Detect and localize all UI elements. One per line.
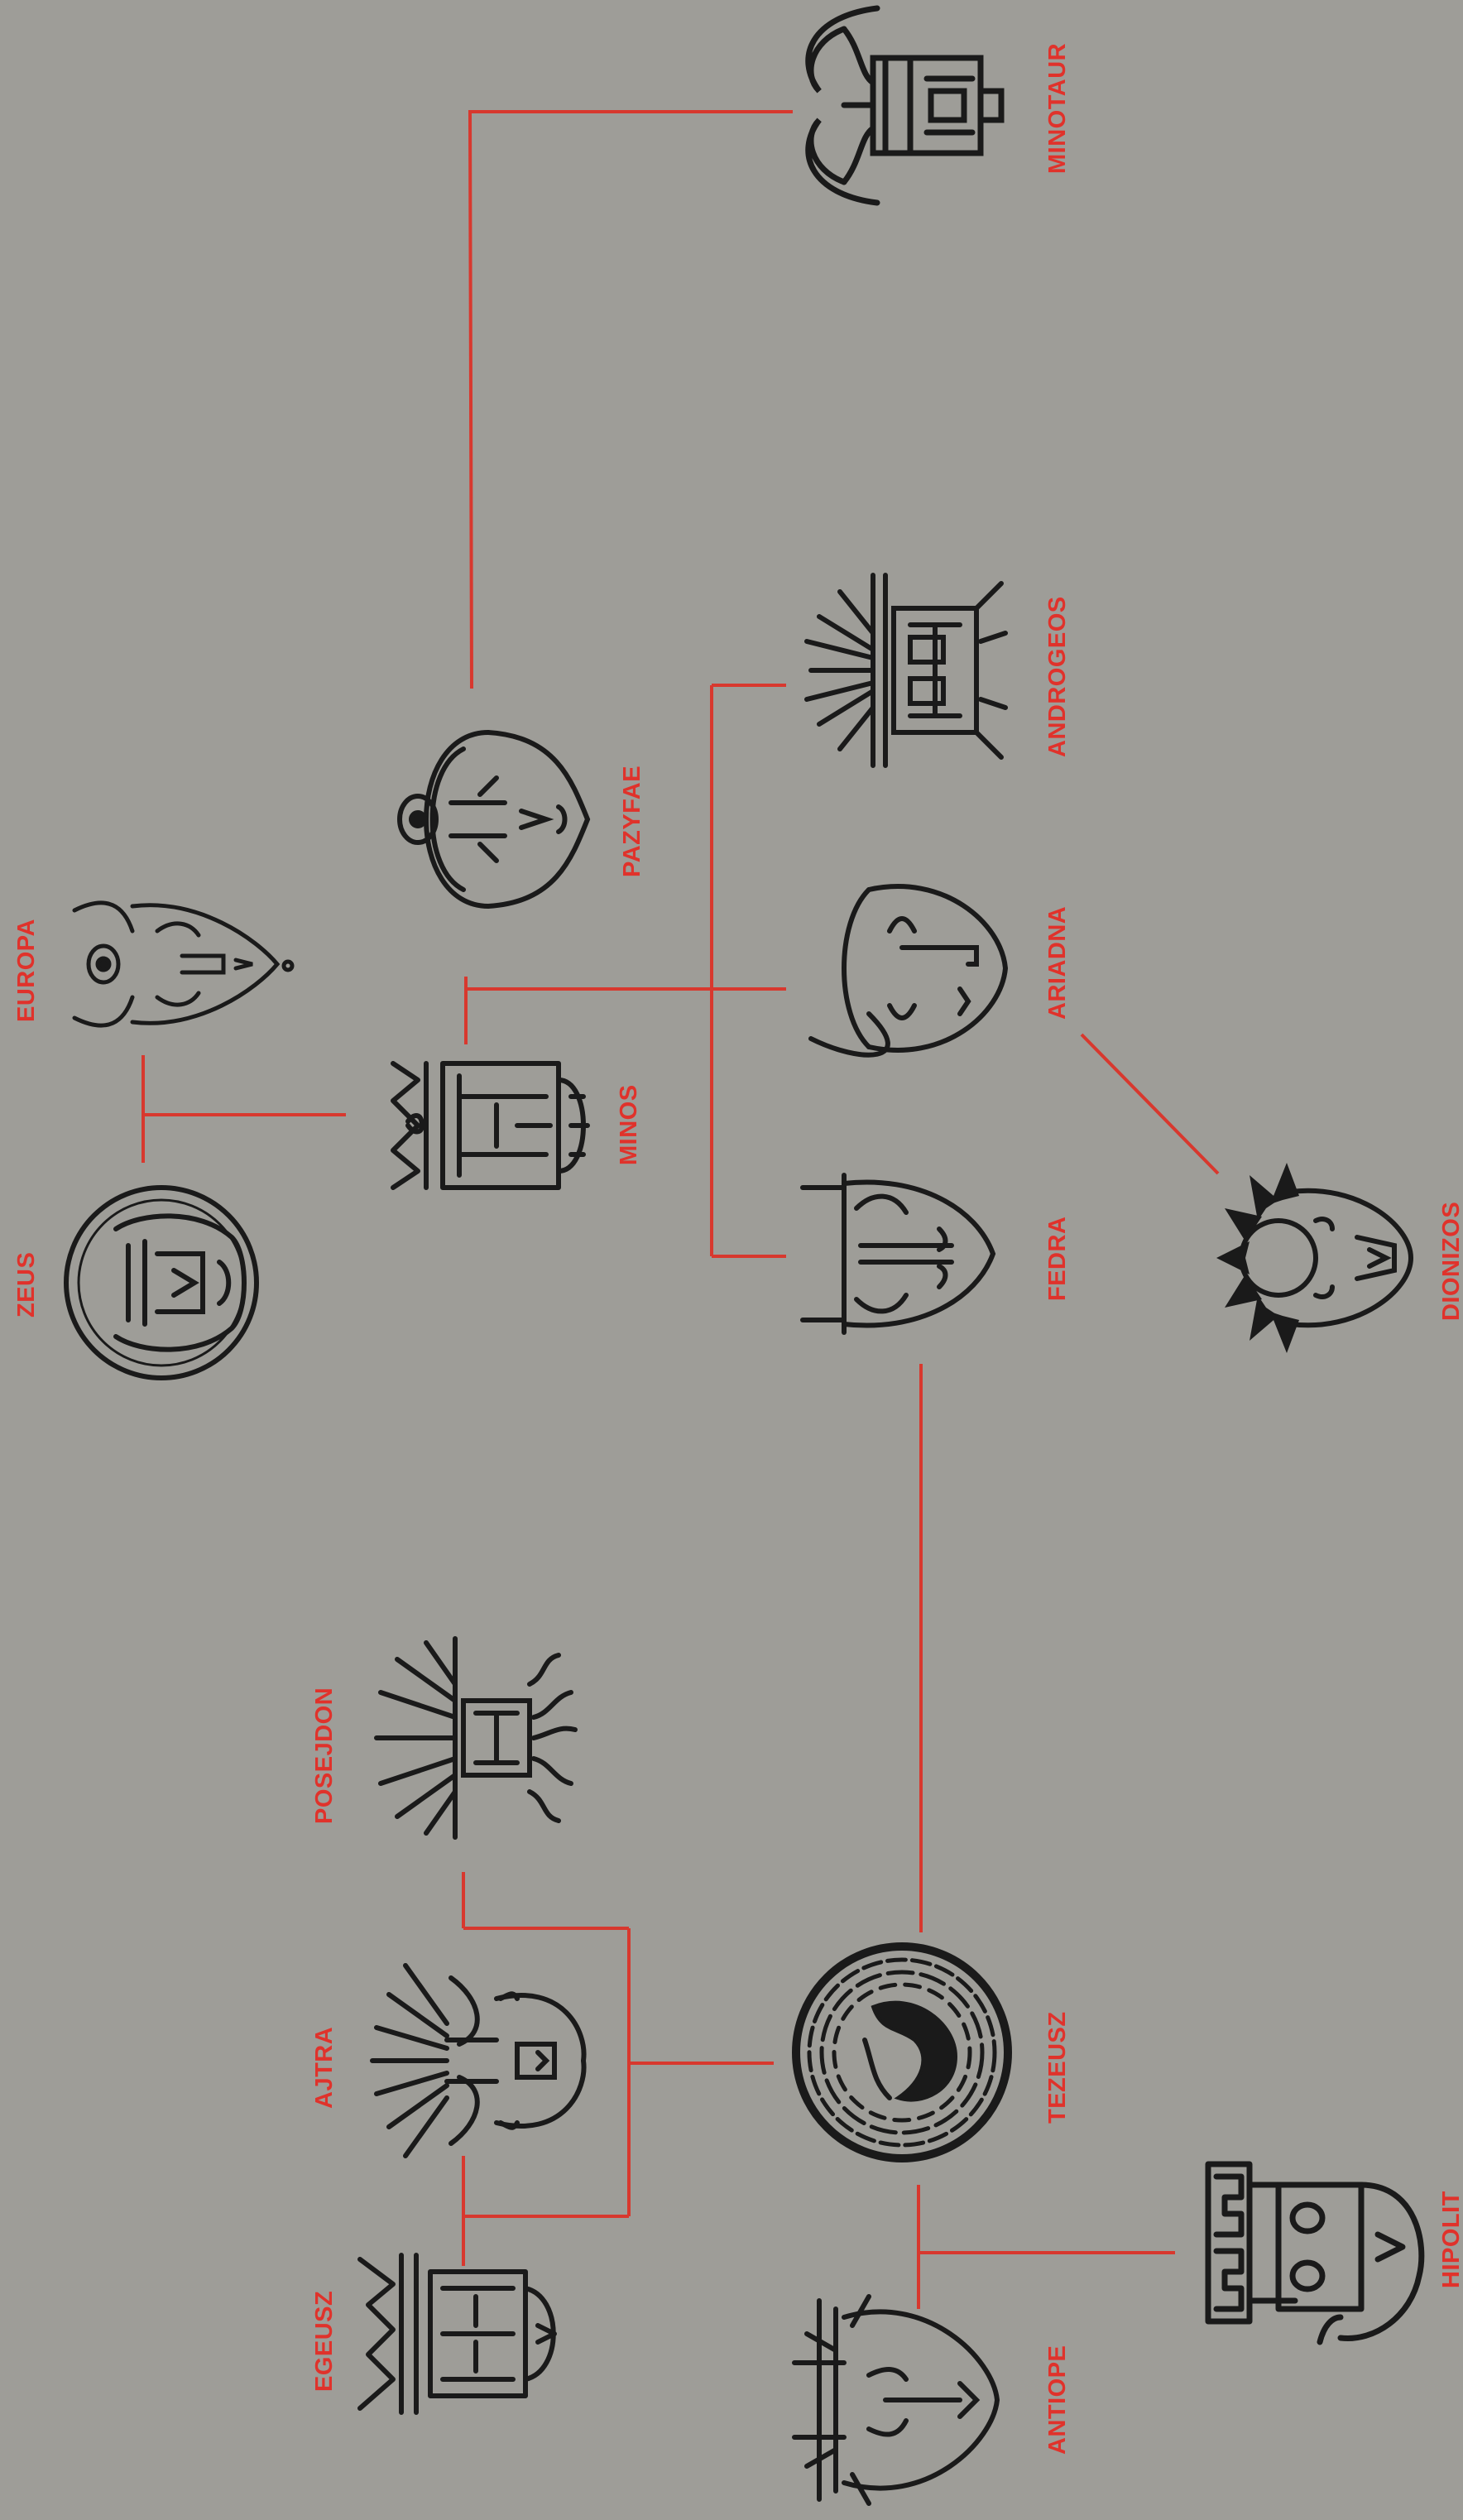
label-ajtra: AJTRA: [313, 2027, 337, 2109]
label-minotaur: MINOTAUR: [1046, 43, 1070, 174]
link-pazyfae-minotaur: [470, 112, 793, 689]
label-ariadna: ARIADNA: [1046, 906, 1070, 1020]
label-zeus: ZEUS: [15, 1252, 39, 1318]
link-ariadna-dionizos: [1082, 1034, 1218, 1174]
winged-mask-icon: [364, 1949, 596, 2172]
label-pazyfae: PAZYFAE: [621, 766, 645, 877]
label-europa: EUROPA: [15, 919, 39, 1022]
leaf-crown-mask-icon: [1200, 1154, 1423, 1361]
label-dionizos: DIONIZOS: [1440, 1202, 1463, 1321]
bearded-god-medallion-icon: [58, 1179, 290, 1386]
serene-mask-icon: [794, 1167, 1010, 1341]
sunburst-mask-icon: [794, 559, 1018, 782]
crowned-elder-mask-icon: [352, 2247, 583, 2421]
europa-mask-icon: [66, 890, 298, 1039]
label-egeusz: EGEUSZ: [313, 2291, 337, 2392]
greek-key-helmet-mask-icon: [1200, 2152, 1432, 2350]
label-posejdon: POSEJDON: [313, 1687, 337, 1824]
sea-god-mask-icon: [364, 1626, 588, 1850]
amazon-mask-icon: [786, 2284, 1010, 2516]
label-hipolit: HIPOLIT: [1440, 2191, 1463, 2288]
maiden-mask-icon: [794, 873, 1018, 1063]
label-minos: MINOS: [617, 1084, 641, 1165]
label-antiope: ANTIOPE: [1046, 2345, 1070, 2455]
crowned-king-mask-icon: [385, 1047, 600, 1204]
bull-mask-icon: [794, 0, 1018, 211]
label-tezeusz: TEZEUSZ: [1046, 2011, 1070, 2124]
label-androgeos: ANDROGEOS: [1046, 596, 1070, 757]
sun-priestess-mask-icon: [381, 712, 612, 927]
labyrinth-medallion-icon: [790, 1941, 1014, 2164]
label-fedra: FEDRA: [1046, 1217, 1070, 1301]
